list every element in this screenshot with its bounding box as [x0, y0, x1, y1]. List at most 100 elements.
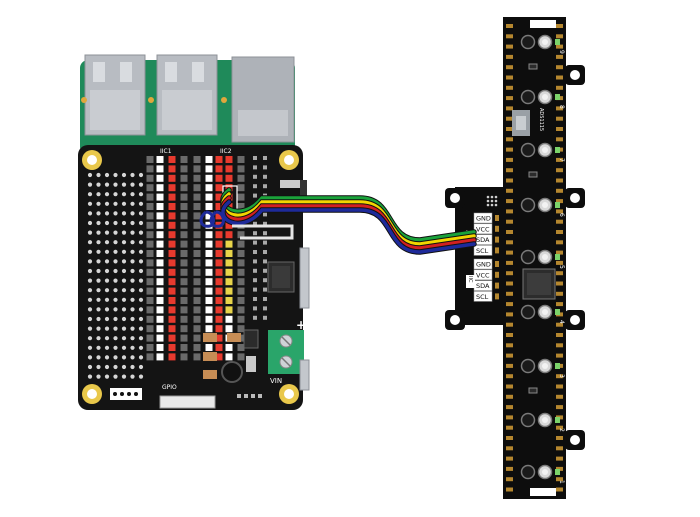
io-pin[interactable] [193, 156, 201, 163]
io-pin[interactable] [193, 221, 201, 229]
io-pin[interactable] [156, 174, 164, 182]
io-pin[interactable] [225, 278, 233, 286]
io-pin[interactable] [193, 193, 201, 201]
io-pin[interactable] [193, 259, 201, 267]
io-pin[interactable] [180, 240, 188, 248]
io-pin[interactable] [237, 240, 245, 248]
io-pin[interactable] [168, 315, 176, 323]
io-pin[interactable] [146, 278, 154, 286]
io-pin[interactable] [156, 259, 164, 267]
io-pin[interactable] [156, 297, 164, 304]
io-pin[interactable] [205, 250, 213, 257]
io-pin[interactable] [225, 240, 233, 248]
io-pin[interactable] [215, 259, 223, 267]
io-pin[interactable] [215, 203, 223, 210]
io-pin[interactable] [193, 174, 201, 182]
io-pin[interactable] [168, 156, 176, 163]
io-pin[interactable] [237, 156, 245, 163]
io-pin[interactable] [146, 315, 154, 323]
io-pin[interactable] [168, 287, 176, 295]
usb-connector[interactable] [299, 247, 310, 309]
io-pin[interactable] [156, 212, 164, 220]
io-pin[interactable] [146, 334, 154, 342]
io-pin[interactable] [168, 212, 176, 220]
io-pin[interactable] [205, 240, 213, 248]
io-pin[interactable] [237, 250, 245, 257]
io-pin[interactable] [225, 325, 233, 333]
io-pin[interactable] [180, 268, 188, 276]
io-pin[interactable] [193, 165, 201, 173]
io-pin[interactable] [180, 334, 188, 342]
io-pin[interactable] [146, 221, 154, 229]
pin-cell[interactable] [473, 245, 493, 256]
io-pin[interactable] [180, 297, 188, 304]
io-pin[interactable] [168, 240, 176, 248]
io-pin[interactable] [193, 297, 201, 304]
io-pin[interactable] [180, 278, 188, 286]
io-pin[interactable] [156, 306, 164, 314]
io-pin[interactable] [156, 156, 164, 163]
io-pin[interactable] [168, 344, 176, 351]
io-pin[interactable] [168, 221, 176, 229]
io-pin[interactable] [168, 353, 176, 361]
io-pin[interactable] [146, 297, 154, 304]
io-pin[interactable] [237, 344, 245, 351]
pin-cell[interactable] [473, 258, 493, 270]
io-pin[interactable] [215, 325, 223, 333]
io-pin[interactable] [215, 334, 223, 342]
io-pin[interactable] [225, 165, 233, 173]
io-pin[interactable] [146, 231, 154, 239]
io-pin[interactable] [215, 344, 223, 351]
io-pin[interactable] [237, 165, 245, 173]
io-pin[interactable] [237, 315, 245, 323]
io-pin[interactable] [205, 203, 213, 210]
io-pin[interactable] [205, 325, 213, 333]
io-pin[interactable] [156, 203, 164, 210]
io-pin[interactable] [156, 231, 164, 239]
io-pin[interactable] [180, 344, 188, 351]
io-pin[interactable] [193, 268, 201, 276]
io-pin[interactable] [156, 250, 164, 257]
io-pin[interactable] [156, 268, 164, 276]
io-pin[interactable] [215, 193, 223, 201]
io-pin[interactable] [205, 193, 213, 201]
io-pin[interactable] [156, 325, 164, 333]
io-pin[interactable] [156, 193, 164, 201]
io-pin[interactable] [146, 259, 154, 267]
io-pin[interactable] [237, 174, 245, 182]
io-pin[interactable] [180, 212, 188, 220]
io-pin[interactable] [146, 306, 154, 314]
io-pin[interactable] [225, 306, 233, 314]
io-pin[interactable] [193, 250, 201, 257]
io-pin[interactable] [168, 193, 176, 201]
io-pin[interactable] [180, 287, 188, 295]
io-pin[interactable] [215, 315, 223, 323]
io-pin[interactable] [193, 184, 201, 192]
io-pin[interactable] [237, 203, 245, 210]
io-pin[interactable] [205, 184, 213, 192]
io-pin[interactable] [146, 250, 154, 257]
io-pin[interactable] [205, 156, 213, 163]
io-pin[interactable] [146, 344, 154, 351]
io-pin[interactable] [146, 240, 154, 248]
io-pin[interactable] [205, 278, 213, 286]
io-pin[interactable] [237, 259, 245, 267]
io-pin[interactable] [215, 231, 223, 239]
io-pin[interactable] [205, 174, 213, 182]
io-pin[interactable] [168, 268, 176, 276]
grove-connector[interactable] [110, 388, 142, 400]
io-pin[interactable] [205, 315, 213, 323]
io-pin[interactable] [215, 250, 223, 257]
io-pin[interactable] [156, 240, 164, 248]
io-pin[interactable] [237, 306, 245, 314]
fpc-connector[interactable] [159, 395, 216, 409]
io-pin[interactable] [215, 306, 223, 314]
io-pin[interactable] [168, 203, 176, 210]
io-pin[interactable] [156, 278, 164, 286]
io-pin[interactable] [215, 297, 223, 304]
io-pin[interactable] [193, 203, 201, 210]
io-pin[interactable] [180, 184, 188, 192]
io-pin[interactable] [146, 325, 154, 333]
pin-cell[interactable] [473, 291, 493, 302]
io-pin[interactable] [193, 306, 201, 314]
